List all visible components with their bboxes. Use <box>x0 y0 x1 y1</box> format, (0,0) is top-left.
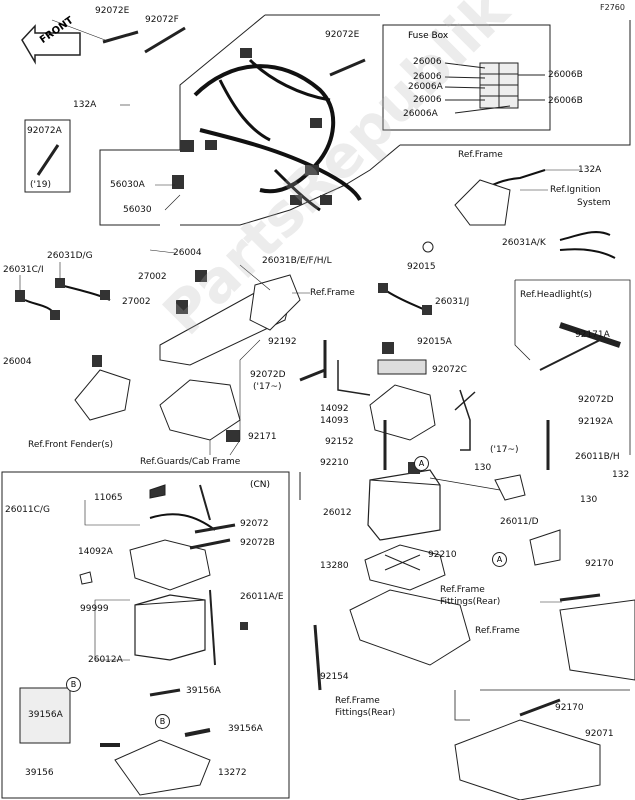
part-39156[interactable]: 39156 <box>25 768 54 778</box>
cn-note: (CN) <box>250 480 271 490</box>
fuse-label-1[interactable]: 26006 <box>413 57 442 67</box>
part-92072B[interactable]: 92072B <box>240 538 275 548</box>
fuse-label-3[interactable]: 26006A <box>408 82 443 92</box>
part-26011A-E[interactable]: 26011A/E <box>240 592 284 602</box>
part-13272[interactable]: 13272 <box>218 768 247 778</box>
part-99999[interactable]: 99999 <box>80 604 109 614</box>
fuse-label-7[interactable]: 26006B <box>548 96 583 106</box>
ref-guards-cab-frame: Ref.Guards/Cab Frame <box>140 457 241 467</box>
part-130-a[interactable]: 130 <box>474 463 492 473</box>
ref-frame-a: Ref.Frame <box>458 150 503 160</box>
part-92072A[interactable]: 92072A <box>27 126 62 136</box>
part-26031B-E-F-H-L[interactable]: 26031B/E/F/H/L <box>262 256 332 266</box>
part-132-a[interactable]: 132 <box>612 470 630 480</box>
part-27002-a[interactable]: 27002 <box>138 272 167 282</box>
part-92192[interactable]: 92192 <box>268 337 297 347</box>
ref-frame-fittings-a: Ref.Frame <box>440 585 485 595</box>
part-92210-a[interactable]: 92210 <box>320 458 349 468</box>
ref-marker-b-1: B <box>66 677 81 692</box>
year-note-17-a: ('17~) <box>253 382 282 392</box>
ref-marker-b-2: B <box>155 714 170 729</box>
part-92170-b[interactable]: 92170 <box>555 703 584 713</box>
part-92072D-a[interactable]: 92072D <box>250 370 286 380</box>
fuse-label-6[interactable]: 26006B <box>548 70 583 80</box>
ref-ignition-system: System <box>577 198 611 208</box>
year-note-19: ('19) <box>30 180 51 190</box>
part-132A-a[interactable]: 132A <box>73 100 97 110</box>
ref-front-fenders: Ref.Front Fender(s) <box>28 440 113 450</box>
part-92171A[interactable]: 92171A <box>575 330 610 340</box>
part-26011C-G[interactable]: 26011C/G <box>5 505 50 515</box>
part-14092[interactable]: 14092 <box>320 404 349 414</box>
part-26011B-H[interactable]: 26011B/H <box>575 452 620 462</box>
part-11065[interactable]: 11065 <box>94 493 123 503</box>
ref-headlights: Ref.Headlight(s) <box>520 290 592 300</box>
part-26004-a[interactable]: 26004 <box>173 248 202 258</box>
part-26031-J[interactable]: 26031/J <box>435 297 470 307</box>
part-14092A[interactable]: 14092A <box>78 547 113 557</box>
ref-ignition: Ref.Ignition <box>550 185 601 195</box>
part-39156A-c[interactable]: 39156A <box>228 724 263 734</box>
fuse-box-frame <box>382 24 551 131</box>
ref-frame-fittings-b: Ref.Frame <box>335 696 380 706</box>
part-92154[interactable]: 92154 <box>320 672 349 682</box>
ref-frame-b: Ref.Frame <box>310 288 355 298</box>
ref-marker-a-1: A <box>414 456 429 471</box>
part-27002-b[interactable]: 27002 <box>122 297 151 307</box>
year-note-17-b: ('17~) <box>490 445 519 455</box>
part-92015A[interactable]: 92015A <box>417 337 452 347</box>
part-39156A-a[interactable]: 39156A <box>186 686 221 696</box>
part-56030[interactable]: 56030 <box>123 205 152 215</box>
part-26012[interactable]: 26012 <box>323 508 352 518</box>
ref-fittings-rear-b: Fittings(Rear) <box>335 708 396 718</box>
part-92171[interactable]: 92171 <box>248 432 277 442</box>
fuse-label-2[interactable]: 26006 <box>413 72 442 82</box>
part-92072D-b[interactable]: 92072D <box>578 395 614 405</box>
part-92015[interactable]: 92015 <box>407 262 436 272</box>
fuse-label-5[interactable]: 26006A <box>403 109 438 119</box>
part-92072[interactable]: 92072 <box>240 519 269 529</box>
part-39156A-b[interactable]: 39156A <box>28 710 63 720</box>
part-92152[interactable]: 92152 <box>325 437 354 447</box>
ref-marker-a-2: A <box>492 552 507 567</box>
part-92071[interactable]: 92071 <box>585 729 614 739</box>
part-92170-a[interactable]: 92170 <box>585 559 614 569</box>
part-14093[interactable]: 14093 <box>320 416 349 426</box>
diagram-code: F2760 <box>600 3 625 12</box>
part-56030A[interactable]: 56030A <box>110 180 145 190</box>
part-92072E-a[interactable]: 92072E <box>95 6 130 16</box>
ref-frame-c: Ref.Frame <box>475 626 520 636</box>
part-26004-b[interactable]: 26004 <box>3 357 32 367</box>
fuse-label-4[interactable]: 26006 <box>413 95 442 105</box>
part-13280[interactable]: 13280 <box>320 561 349 571</box>
part-26031C-I[interactable]: 26031C/I <box>3 265 44 275</box>
part-26031D-G[interactable]: 26031D/G <box>47 251 93 261</box>
part-26012A[interactable]: 26012A <box>88 655 123 665</box>
part-92210-b[interactable]: 92210 <box>428 550 457 560</box>
fuse-box-title: Fuse Box <box>408 31 449 41</box>
part-132A-b[interactable]: 132A <box>578 165 602 175</box>
ref-fittings-rear-a: Fittings(Rear) <box>440 597 501 607</box>
part-92072F[interactable]: 92072F <box>145 15 179 25</box>
part-92072C[interactable]: 92072C <box>432 365 467 375</box>
part-92072E-b[interactable]: 92072E <box>325 30 360 40</box>
part-92192A[interactable]: 92192A <box>578 417 613 427</box>
part-130-b[interactable]: 130 <box>580 495 598 505</box>
part-26011-D[interactable]: 26011/D <box>500 517 539 527</box>
part-26031A-K[interactable]: 26031A/K <box>502 238 546 248</box>
